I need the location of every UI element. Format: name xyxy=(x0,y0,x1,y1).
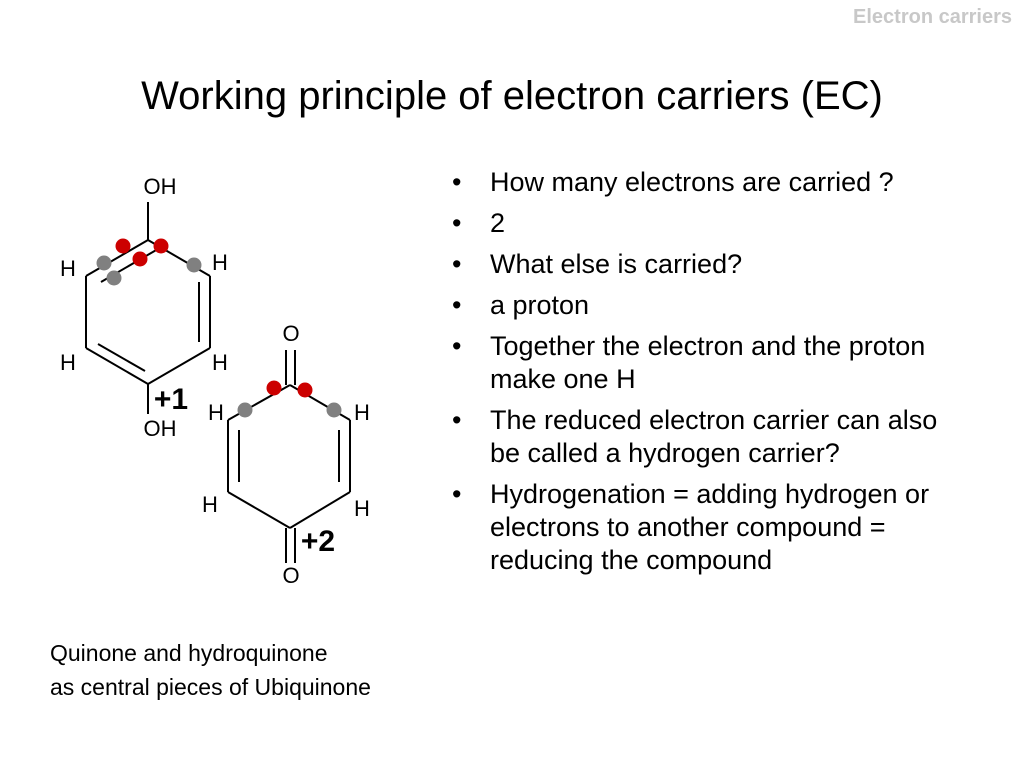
proton-dot xyxy=(326,402,342,418)
electron-dot xyxy=(115,238,131,254)
proton-dot xyxy=(96,255,112,271)
electron-dot xyxy=(153,238,169,254)
hydroquinone-bond xyxy=(85,239,149,277)
hydroquinone-h-top-left: H xyxy=(60,256,76,281)
quinone-o-top-label: O xyxy=(282,321,299,346)
quinone-o-bottom-label: O xyxy=(282,563,299,588)
bullet-item: What else is carried? xyxy=(452,248,952,281)
quinone-h-top-right: H xyxy=(354,400,370,425)
quinone-h-bottom-left: H xyxy=(202,492,218,517)
chemical-structures-diagram: OH H H H H OH +1 O H H H H O +2 xyxy=(60,174,370,588)
quinone-charge-label: +2 xyxy=(301,525,335,558)
hydroquinone-oh-top-label: OH xyxy=(144,174,177,199)
caption-line-2: as central pieces of Ubiquinone xyxy=(50,674,371,700)
quinone-h-top-left: H xyxy=(208,400,224,425)
bullet-list: How many electrons are carried ? 2 What … xyxy=(452,166,952,585)
hydroquinone-structure xyxy=(85,202,211,414)
electron-dot xyxy=(297,382,313,398)
hydroquinone-h-bottom-right: H xyxy=(212,350,228,375)
hydroquinone-charge-label: +1 xyxy=(154,383,188,416)
quinone-bond xyxy=(227,491,291,529)
proton-dot xyxy=(237,402,253,418)
proton-dot xyxy=(106,270,122,286)
caption-line-1: Quinone and hydroquinone xyxy=(50,640,328,666)
bullet-item: The reduced electron carrier can also be… xyxy=(452,404,952,470)
proton-dot xyxy=(186,257,202,273)
bullet-item: 2 xyxy=(452,207,952,240)
hydroquinone-double-bond-inner xyxy=(97,343,146,372)
bullet-item: a proton xyxy=(452,289,952,322)
slide-title: Working principle of electron carriers (… xyxy=(141,74,883,118)
quinone-particles xyxy=(237,380,342,418)
quinone-bond xyxy=(289,491,351,529)
hydroquinone-bond xyxy=(147,347,211,385)
hydroquinone-particles xyxy=(96,238,202,286)
hydroquinone-h-bottom-left: H xyxy=(60,350,76,375)
hydroquinone-bond xyxy=(85,347,149,385)
hydroquinone-oh-bottom-label: OH xyxy=(144,416,177,441)
hydroquinone-h-top-right: H xyxy=(212,250,228,275)
electron-dot xyxy=(266,380,282,396)
figure-caption: Quinone and hydroquinone as central piec… xyxy=(50,636,371,704)
header-label: Electron carriers xyxy=(853,6,1012,28)
bullet-item: Together the electron and the proton mak… xyxy=(452,330,952,396)
electron-dot xyxy=(132,251,148,267)
quinone-h-bottom-right: H xyxy=(354,496,370,521)
bullet-item: How many electrons are carried ? xyxy=(452,166,952,199)
bullet-item: Hydrogenation = adding hydrogen or elect… xyxy=(452,478,952,577)
